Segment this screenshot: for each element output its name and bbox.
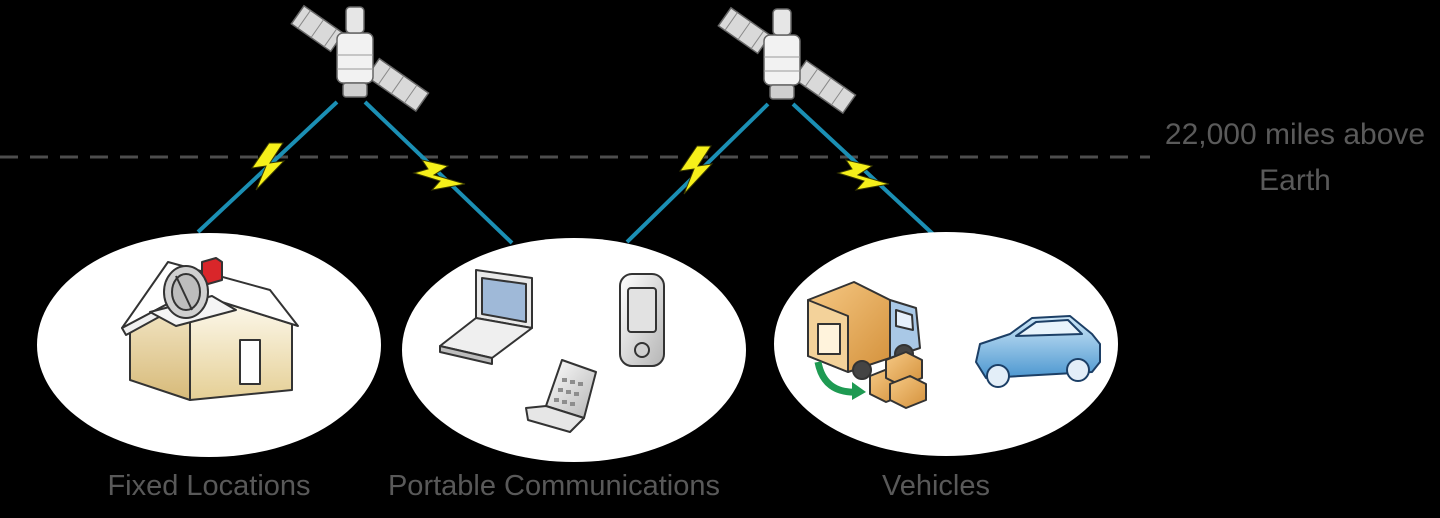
portable-communications-label: Portable Communications [387,470,721,502]
fixed-locations-label: Fixed Locations [107,470,311,502]
car-icon [975,315,1101,388]
delivery-truck-icon [807,281,927,409]
laptop-icon [439,269,533,365]
satellite-icon [717,6,857,115]
vehicles-label: Vehicles [881,470,990,502]
lightning-bolt-icon [836,159,890,191]
altitude-label-line2: Earth [1259,164,1331,197]
altitude-label-line1: 22,000 miles above [1164,118,1426,151]
house-with-dish-icon [121,257,299,401]
satellite-icon [290,4,430,113]
signal-beams [196,100,936,245]
lightning-bolt-icon [250,142,286,191]
pda-icon [619,273,665,367]
altitude-label: 22,000 miles above Earth [1140,112,1440,204]
lightning-bolt-icon [678,145,714,195]
cell-phone-icon [525,359,597,433]
lightning-bolt-icon [412,159,466,191]
lightning-bolts [250,142,890,195]
